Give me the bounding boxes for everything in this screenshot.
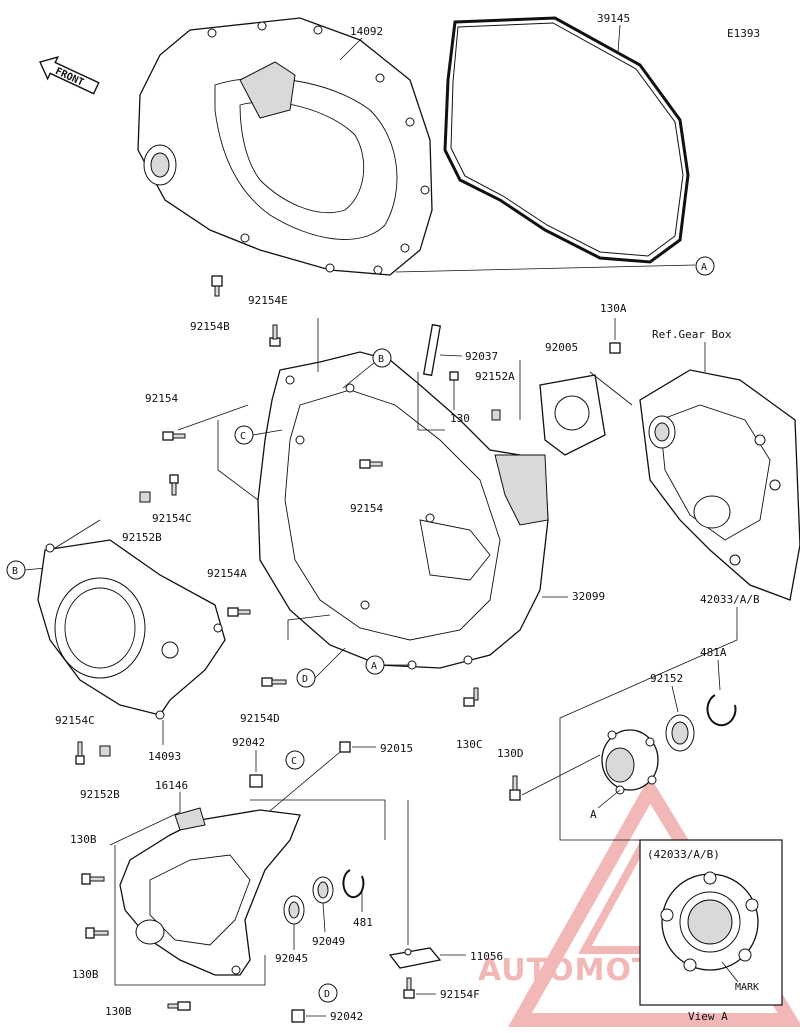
label-92152B-bottom[interactable]: 92152B xyxy=(80,788,120,801)
label-39145[interactable]: 39145 xyxy=(597,12,630,25)
gasket-39145[interactable] xyxy=(443,16,690,264)
gasket-92005[interactable] xyxy=(539,371,633,456)
gear-box-reference[interactable] xyxy=(639,369,800,601)
seal-92049[interactable] xyxy=(312,876,334,904)
svg-text:A: A xyxy=(701,262,707,273)
label-92154E[interactable]: 92154E xyxy=(248,294,288,307)
svg-text:C: C xyxy=(240,431,246,442)
label-92005[interactable]: 92005 xyxy=(545,341,578,354)
label-92154D[interactable]: 92154D xyxy=(240,712,280,725)
label-11056[interactable]: 11056 xyxy=(470,950,503,963)
label-92015[interactable]: 92015 xyxy=(380,742,413,755)
label-92049[interactable]: 92049 xyxy=(312,935,345,948)
callout-a-view: A xyxy=(590,808,597,821)
inner-cover-14093[interactable] xyxy=(37,539,226,720)
label-92154-a[interactable]: 92154 xyxy=(145,392,178,405)
label-130B-1[interactable]: 130B xyxy=(70,833,97,846)
label-92045[interactable]: 92045 xyxy=(275,952,308,965)
label-130B-3[interactable]: 130B xyxy=(105,1005,132,1018)
ring-481[interactable] xyxy=(342,869,365,899)
label-92152[interactable]: 92152 xyxy=(650,672,683,685)
label-14093[interactable]: 14093 xyxy=(148,750,181,763)
bolt-92154B[interactable] xyxy=(211,275,223,297)
bolt-130B-2[interactable] xyxy=(85,927,109,939)
bolt-92154D[interactable] xyxy=(261,677,287,687)
seal-92045[interactable] xyxy=(283,895,305,925)
label-92152B-top[interactable]: 92152B xyxy=(122,531,162,544)
view-a-box[interactable]: (42033/A/B) MARK xyxy=(639,839,783,1006)
label-92042-top[interactable]: 92042 xyxy=(232,736,265,749)
bolt-130B-1[interactable] xyxy=(81,873,105,885)
callout-c-bottom: C xyxy=(285,750,305,770)
view-a-label: View A xyxy=(688,1010,728,1023)
bolt-92154E[interactable] xyxy=(269,324,281,347)
svg-text:B: B xyxy=(378,354,384,365)
label-130[interactable]: 130 xyxy=(450,412,470,425)
washer-92152B-top[interactable] xyxy=(139,491,151,503)
seal-92152[interactable] xyxy=(665,714,695,752)
callout-a-housing: A xyxy=(365,655,410,675)
label-32099[interactable]: 32099 xyxy=(572,590,605,603)
callout-a-top: A xyxy=(395,256,715,276)
bolt-130[interactable] xyxy=(449,371,459,381)
bolt-130B-3[interactable] xyxy=(167,1001,191,1011)
label-92154A[interactable]: 92154A xyxy=(207,567,247,580)
label-481A[interactable]: 481A xyxy=(700,646,727,659)
bolt-130A[interactable] xyxy=(609,342,621,354)
dowel-92042-bottom[interactable] xyxy=(291,1009,305,1023)
clutch-cover-outer[interactable] xyxy=(137,17,433,276)
label-481[interactable]: 481 xyxy=(353,916,373,929)
label-92037[interactable]: 92037 xyxy=(465,350,498,363)
bolt-92154-b[interactable] xyxy=(359,459,383,469)
label-42033[interactable]: 42033/A/B xyxy=(700,593,760,606)
ref-gear-box-label[interactable]: Ref.Gear Box xyxy=(652,328,732,341)
label-14092[interactable]: 14092 xyxy=(350,25,383,38)
clutch-housing-32099[interactable] xyxy=(257,351,549,670)
bolt-130C[interactable] xyxy=(463,687,479,707)
callout-c-housing: C xyxy=(234,425,283,445)
mark-label: MARK xyxy=(735,982,759,993)
svg-text:B: B xyxy=(12,566,18,577)
label-92154C-bottom[interactable]: 92154C xyxy=(55,714,95,727)
label-92154C-top[interactable]: 92154C xyxy=(152,512,192,525)
pin-92037[interactable] xyxy=(422,323,442,377)
label-130B-2[interactable]: 130B xyxy=(72,968,99,981)
dowel-92042-top[interactable] xyxy=(249,774,263,788)
nut-92015[interactable] xyxy=(339,741,351,753)
label-130A[interactable]: 130A xyxy=(600,302,627,315)
bolt-92154-a[interactable] xyxy=(162,431,186,441)
callout-d-housing: D xyxy=(296,647,346,688)
bolt-92154C-bottom[interactable] xyxy=(75,741,85,765)
bolt-130D[interactable] xyxy=(509,775,521,801)
label-92154B[interactable]: 92154B xyxy=(190,320,230,333)
label-16146[interactable]: 16146 xyxy=(155,779,188,792)
label-92154F[interactable]: 92154F xyxy=(440,988,480,1001)
view-a-title: (42033/A/B) xyxy=(647,848,720,861)
washer-92152B-bottom[interactable] xyxy=(99,745,111,757)
label-130D[interactable]: 130D xyxy=(497,747,524,760)
label-92152A[interactable]: 92152A xyxy=(475,370,515,383)
svg-text:A: A xyxy=(371,661,377,672)
label-92154-b[interactable]: 92154 xyxy=(350,502,383,515)
svg-text:C: C xyxy=(291,756,297,767)
diagram-code: E1393 xyxy=(727,27,760,40)
cover-16146[interactable] xyxy=(119,807,301,976)
bolt-92154A[interactable] xyxy=(227,607,251,617)
bolt-92154C-top[interactable] xyxy=(169,474,179,496)
callout-b-housing: B xyxy=(342,348,392,389)
label-92042-bottom[interactable]: 92042 xyxy=(330,1010,363,1023)
front-arrow-icon: FRONT xyxy=(39,55,100,95)
svg-text:D: D xyxy=(302,674,308,685)
callout-d-bottom: D xyxy=(318,983,338,1003)
bolt-92154F[interactable] xyxy=(403,977,415,999)
clamp-11056[interactable] xyxy=(388,947,442,969)
svg-text:D: D xyxy=(324,989,330,1000)
callout-b-left: B xyxy=(6,560,46,580)
bearing-holder-42033[interactable] xyxy=(601,729,659,795)
ring-481A[interactable] xyxy=(706,694,737,727)
washer-92152A[interactable] xyxy=(491,409,501,421)
label-130C[interactable]: 130C xyxy=(456,738,483,751)
